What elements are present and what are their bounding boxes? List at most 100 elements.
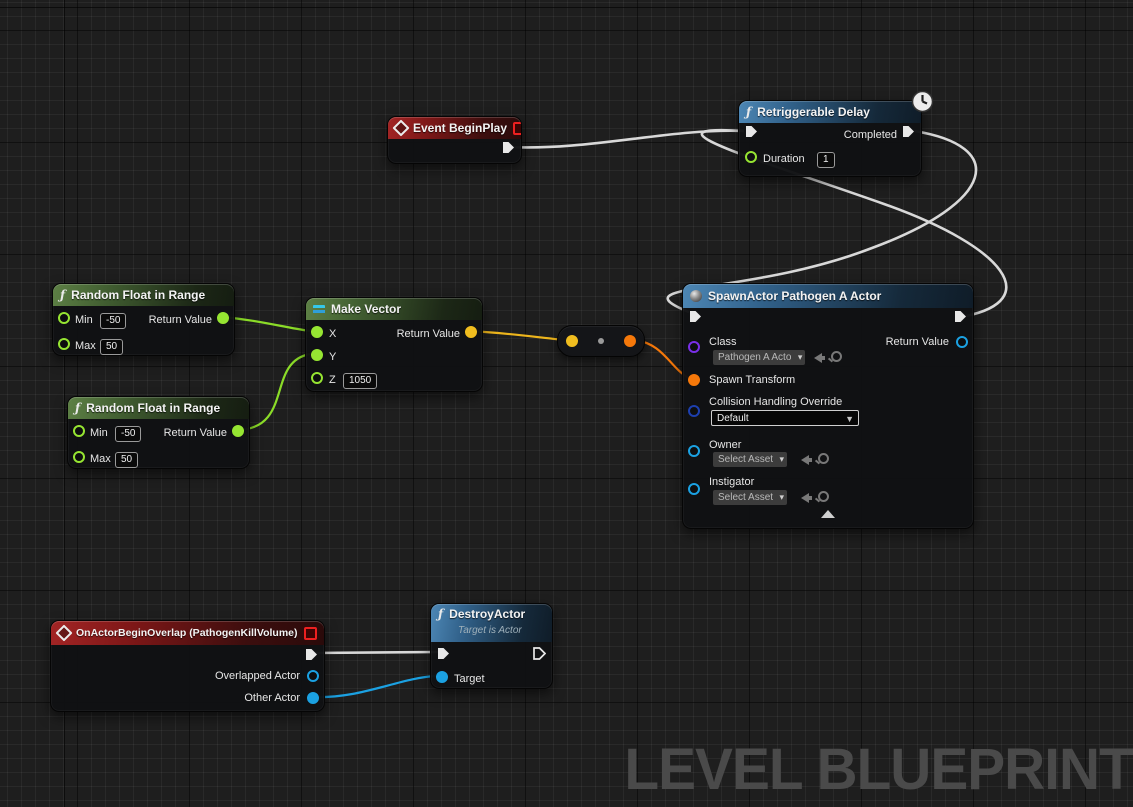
completed-label: Completed xyxy=(843,129,897,141)
event-icon xyxy=(55,624,73,642)
instigator-label: Instigator xyxy=(709,476,755,488)
node-header[interactable]: ƒ Random Float in Range xyxy=(53,284,234,306)
node-random-float-b[interactable]: ƒ Random Float in Range Min -50 Return V… xyxy=(67,396,250,469)
max-value-input[interactable]: 50 xyxy=(115,452,139,468)
node-onactorbeginoverlap[interactable]: OnActorBeginOverlap (PathogenKillVolume)… xyxy=(50,620,325,712)
wire-otheractor-to-target xyxy=(311,674,437,699)
collapse-pins-arrow[interactable] xyxy=(821,510,835,518)
return-value-label: Return Value xyxy=(148,314,212,326)
node-spawnactor-pathogen-a-actor[interactable]: SpawnActor Pathogen A Actor Class Pathog… xyxy=(682,283,974,529)
reset-to-default-icon[interactable] xyxy=(801,493,812,503)
instigator-select-dropdown[interactable]: Select Asset xyxy=(713,490,788,505)
duration-pin[interactable] xyxy=(745,151,757,163)
conversion-in-pin[interactable] xyxy=(566,335,578,347)
duration-label: Duration xyxy=(763,153,805,165)
return-value-label: Return Value xyxy=(396,328,460,340)
max-label: Max xyxy=(90,453,111,465)
return-value-pin[interactable] xyxy=(465,326,477,338)
min-value-input[interactable]: -50 xyxy=(100,313,127,329)
function-icon: ƒ xyxy=(438,607,444,621)
return-value-pin[interactable] xyxy=(956,336,968,348)
function-icon: ƒ xyxy=(60,288,66,302)
function-icon: ƒ xyxy=(75,401,81,415)
node-header[interactable]: ƒ Random Float in Range xyxy=(68,397,249,419)
latent-clock-icon xyxy=(911,90,934,113)
return-value-pin[interactable] xyxy=(232,425,244,437)
exec-in-pin[interactable] xyxy=(689,310,702,323)
return-value-pin[interactable] xyxy=(217,312,229,324)
return-value-label: Return Value xyxy=(885,336,949,348)
class-select-dropdown[interactable]: Pathogen A Acto xyxy=(713,350,806,365)
node-vector-to-transform-conversion[interactable] xyxy=(557,325,645,357)
owner-pin[interactable] xyxy=(688,445,700,457)
spawn-transform-label: Spawn Transform xyxy=(709,374,796,386)
exec-out-pin[interactable] xyxy=(533,647,546,660)
node-retriggerable-delay[interactable]: ƒ Retriggerable Delay Completed Duration… xyxy=(738,90,934,177)
y-label: Y xyxy=(329,351,337,363)
node-header[interactable]: ƒ Retriggerable Delay xyxy=(739,101,921,123)
owner-select-dropdown[interactable]: Select Asset xyxy=(713,452,788,467)
x-label: X xyxy=(329,328,337,340)
max-value-input[interactable]: 50 xyxy=(100,339,124,355)
z-pin[interactable] xyxy=(311,372,323,384)
owner-label: Owner xyxy=(709,439,742,451)
make-struct-icon xyxy=(313,304,325,314)
x-pin[interactable] xyxy=(311,326,323,338)
node-destroyactor[interactable]: ƒ DestroyActor Target is Actor Target xyxy=(430,603,553,689)
y-pin[interactable] xyxy=(311,349,323,361)
class-pin[interactable] xyxy=(688,341,700,353)
z-label: Z xyxy=(329,374,336,386)
reset-to-default-icon[interactable] xyxy=(801,455,812,465)
target-pin[interactable] xyxy=(436,671,448,683)
conversion-dot-icon xyxy=(598,338,604,344)
node-title: Random Float in Range xyxy=(86,401,221,415)
exec-in-pin[interactable] xyxy=(745,125,758,138)
exec-out-pin[interactable] xyxy=(954,310,967,323)
node-header[interactable]: OnActorBeginOverlap (PathogenKillVolume) xyxy=(51,621,324,645)
min-pin[interactable] xyxy=(73,425,85,437)
wire-overlap-to-destroy xyxy=(309,650,439,655)
other-actor-pin[interactable] xyxy=(307,692,319,704)
node-header[interactable]: SpawnActor Pathogen A Actor xyxy=(683,284,973,308)
overlapped-actor-pin[interactable] xyxy=(307,670,319,682)
duration-value-input[interactable]: 1 xyxy=(817,152,835,168)
return-value-label: Return Value xyxy=(163,427,227,439)
completed-exec-out-pin[interactable] xyxy=(902,125,915,138)
node-title: Random Float in Range xyxy=(71,288,206,302)
min-pin[interactable] xyxy=(58,312,70,324)
spawn-transform-pin[interactable] xyxy=(688,374,700,386)
event-marker-icon xyxy=(513,121,521,135)
node-event-beginplay[interactable]: Event BeginPlay xyxy=(387,116,522,164)
other-actor-label: Other Actor xyxy=(244,692,300,704)
z-value-input[interactable]: 1050 xyxy=(343,373,378,389)
exec-in-pin[interactable] xyxy=(437,647,450,660)
collision-handling-pin[interactable] xyxy=(688,405,700,417)
collision-handling-label: Collision Handling Override xyxy=(709,396,843,408)
level-blueprint-watermark: LEVEL BLUEPRINT xyxy=(624,737,1133,802)
node-title: SpawnActor Pathogen A Actor xyxy=(708,289,882,303)
wire-randomA-to-x xyxy=(221,315,311,333)
conversion-out-pin[interactable] xyxy=(624,335,636,347)
max-pin[interactable] xyxy=(58,338,70,350)
max-pin[interactable] xyxy=(73,451,85,463)
browse-asset-icon[interactable] xyxy=(831,351,842,362)
node-make-vector[interactable]: Make Vector X Return Value Y Z 1050 xyxy=(305,297,483,392)
node-title: OnActorBeginOverlap (PathogenKillVolume) xyxy=(76,627,298,639)
reset-to-default-icon[interactable] xyxy=(814,353,825,363)
browse-asset-icon[interactable] xyxy=(818,453,829,464)
collision-handling-dropdown[interactable]: Default xyxy=(711,410,859,427)
max-label: Max xyxy=(75,340,96,352)
event-icon xyxy=(392,119,410,137)
min-label: Min xyxy=(90,427,108,439)
overlapped-actor-label: Overlapped Actor xyxy=(215,670,300,682)
node-header[interactable]: Make Vector xyxy=(306,298,482,320)
min-value-input[interactable]: -50 xyxy=(115,426,142,442)
node-random-float-a[interactable]: ƒ Random Float in Range Min -50 Return V… xyxy=(52,283,235,356)
exec-out-pin[interactable] xyxy=(502,141,515,154)
node-header[interactable]: Event BeginPlay xyxy=(388,117,521,139)
browse-asset-icon[interactable] xyxy=(818,491,829,502)
exec-out-pin[interactable] xyxy=(305,648,318,661)
node-header[interactable]: ƒ DestroyActor Target is Actor xyxy=(431,604,552,642)
instigator-pin[interactable] xyxy=(688,483,700,495)
